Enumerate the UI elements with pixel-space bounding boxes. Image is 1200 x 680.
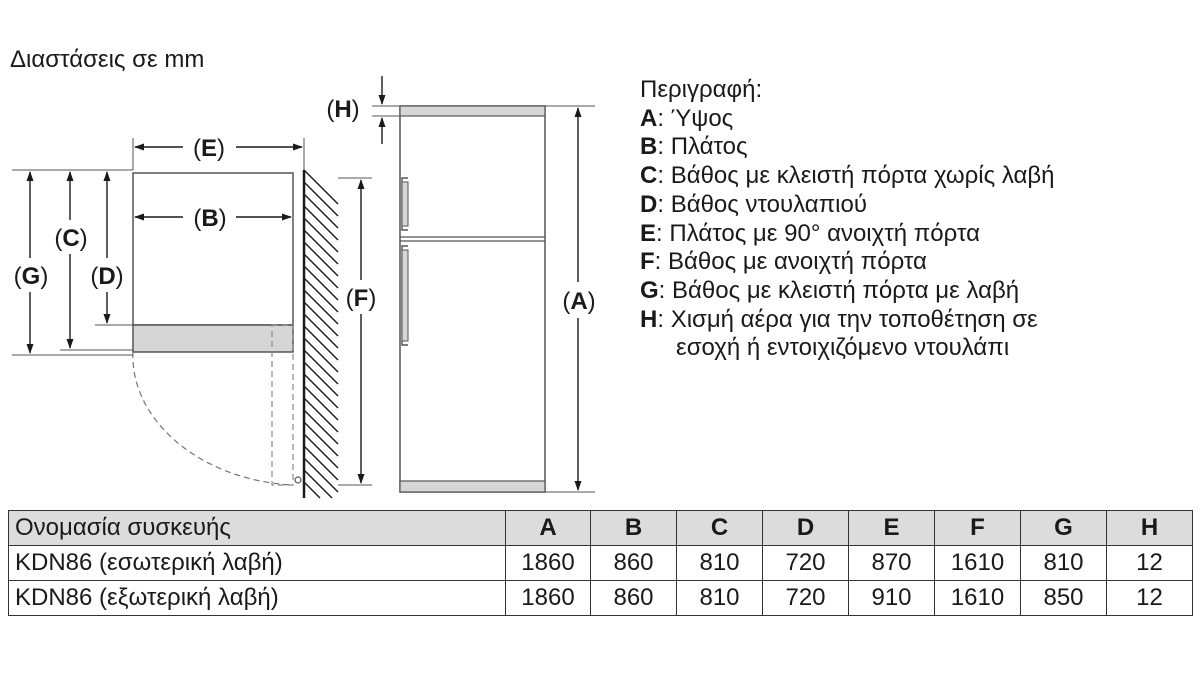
legend-text: Πλάτος — [670, 133, 748, 161]
table-cell: 1860 — [505, 580, 591, 616]
column-header-d: D — [762, 510, 849, 546]
column-header-h: H — [1106, 510, 1193, 546]
table-cell: 860 — [590, 545, 677, 581]
table-cell: 810 — [1020, 545, 1107, 581]
wall-hatch — [303, 169, 339, 499]
legend-item-c: C: Βάθος με κλειστή πόρτα χωρίς λαβή — [640, 162, 1055, 190]
legend-key: B — [640, 133, 658, 161]
legend-item-e: E: Πλάτος με 90° ανοιχτή πόρτα — [640, 219, 980, 247]
legend-text: Βάθος ντουλαπιού — [670, 190, 867, 218]
dimension-label-g: (G) — [14, 263, 49, 290]
legend-item-b: B: Πλάτος — [640, 133, 748, 161]
dimension-label-a: (A) — [562, 288, 595, 315]
legend-item-a: A: Ύψος — [640, 104, 734, 132]
legend-key: D — [640, 190, 658, 218]
appliance-name-cell: KDN86 (εξωτερική λαβή) — [8, 580, 506, 616]
table-cell: 810 — [676, 580, 763, 616]
legend-text: Βάθος με κλειστή πόρτα με λαβή — [672, 276, 1020, 304]
dimension-label-d: (D) — [90, 263, 123, 290]
table-cell: 12 — [1106, 580, 1193, 616]
legend-text: Χισμή αέρα για την τοποθέτηση σε — [670, 305, 1038, 333]
legend-key: E — [640, 219, 657, 247]
legend-item-g: G: Βάθος με κλειστή πόρτα με λαβή — [640, 276, 1020, 304]
appliance-name-cell: KDN86 (εσωτερική λαβή) — [8, 545, 506, 581]
table-cell: 720 — [762, 545, 849, 581]
door-open-position — [271, 324, 294, 486]
legend-text: Βάθος με ανοιχτή πόρτα — [668, 248, 927, 276]
top-view-cabinet — [132, 172, 294, 326]
column-header-f: F — [934, 510, 1021, 546]
table-cell: 910 — [848, 580, 935, 616]
legend-text: Βάθος με κλειστή πόρτα χωρίς λαβή — [670, 162, 1055, 190]
legend-item-h-continuation: εσοχή ή εντοιχιζόμενο ντουλάπι — [676, 334, 1010, 362]
column-header-c: C — [676, 510, 763, 546]
side-view-base — [399, 480, 546, 493]
legend-text: Ύψος — [670, 104, 734, 132]
side-view-top-cover — [399, 105, 546, 117]
table-cell: 870 — [848, 545, 935, 581]
dimension-label-c: (C) — [54, 225, 87, 252]
table-cell: 1610 — [934, 545, 1021, 581]
legend-item-f: F: Βάθος με ανοιχτή πόρτα — [640, 248, 927, 276]
side-view-body — [399, 105, 546, 493]
dimension-label-h: (H) — [326, 96, 359, 123]
table-cell: 1610 — [934, 580, 1021, 616]
legend-key: F — [640, 248, 655, 276]
table-cell: 860 — [590, 580, 677, 616]
fridge-handle-grip — [401, 249, 409, 342]
table-row: KDN86 (εξωτερική λαβή) 1860 860 810 720 … — [8, 580, 1193, 616]
freezer-handle-grip — [401, 181, 409, 227]
column-header-appliance-name: Ονομασία συσκευής — [8, 510, 506, 546]
dimensions-table: Ονομασία συσκευής A B C D E F G H KDN86 … — [8, 510, 1193, 616]
column-header-e: E — [848, 510, 935, 546]
legend: Περιγραφή: A: Ύψος B: Πλάτος C: Βάθος με… — [640, 76, 1055, 363]
column-header-a: A — [505, 510, 591, 546]
top-view-door — [132, 324, 294, 353]
units-title: Διαστάσεις σε mm — [10, 46, 205, 73]
table-cell: 810 — [676, 545, 763, 581]
dimension-label-b: (B) — [193, 205, 226, 232]
door-swing-arc — [132, 351, 293, 486]
table-cell: 720 — [762, 580, 849, 616]
column-header-g: G — [1020, 510, 1107, 546]
table-cell: 850 — [1020, 580, 1107, 616]
legend-key: H — [640, 305, 658, 333]
side-view: (H) (A) — [326, 76, 596, 493]
legend-key: G — [640, 276, 659, 304]
door-hinge — [294, 476, 302, 484]
table-row: KDN86 (εσωτερική λαβή) 1860 860 810 720 … — [8, 545, 1193, 581]
legend-text: Πλάτος με 90° ανοιχτή πόρτα — [669, 219, 980, 247]
table-cell: 12 — [1106, 545, 1193, 581]
column-header-b: B — [590, 510, 677, 546]
dimension-label-e: (E) — [193, 135, 225, 162]
legend-key: C — [640, 162, 658, 190]
legend-item-h: H: Χισμή αέρα για την τοποθέτηση σε — [640, 305, 1038, 333]
dimension-label-f: (F) — [346, 285, 377, 312]
table-header-row: Ονομασία συσκευής A B C D E F G H — [8, 510, 1193, 546]
legend-heading: Περιγραφή: — [640, 76, 763, 103]
table-cell: 1860 — [505, 545, 591, 581]
top-view: (E) (B) (G) (C) (D) (F) — [12, 135, 377, 499]
legend-key: A — [640, 104, 658, 132]
legend-item-d: D: Βάθος ντουλαπιού — [640, 190, 867, 218]
